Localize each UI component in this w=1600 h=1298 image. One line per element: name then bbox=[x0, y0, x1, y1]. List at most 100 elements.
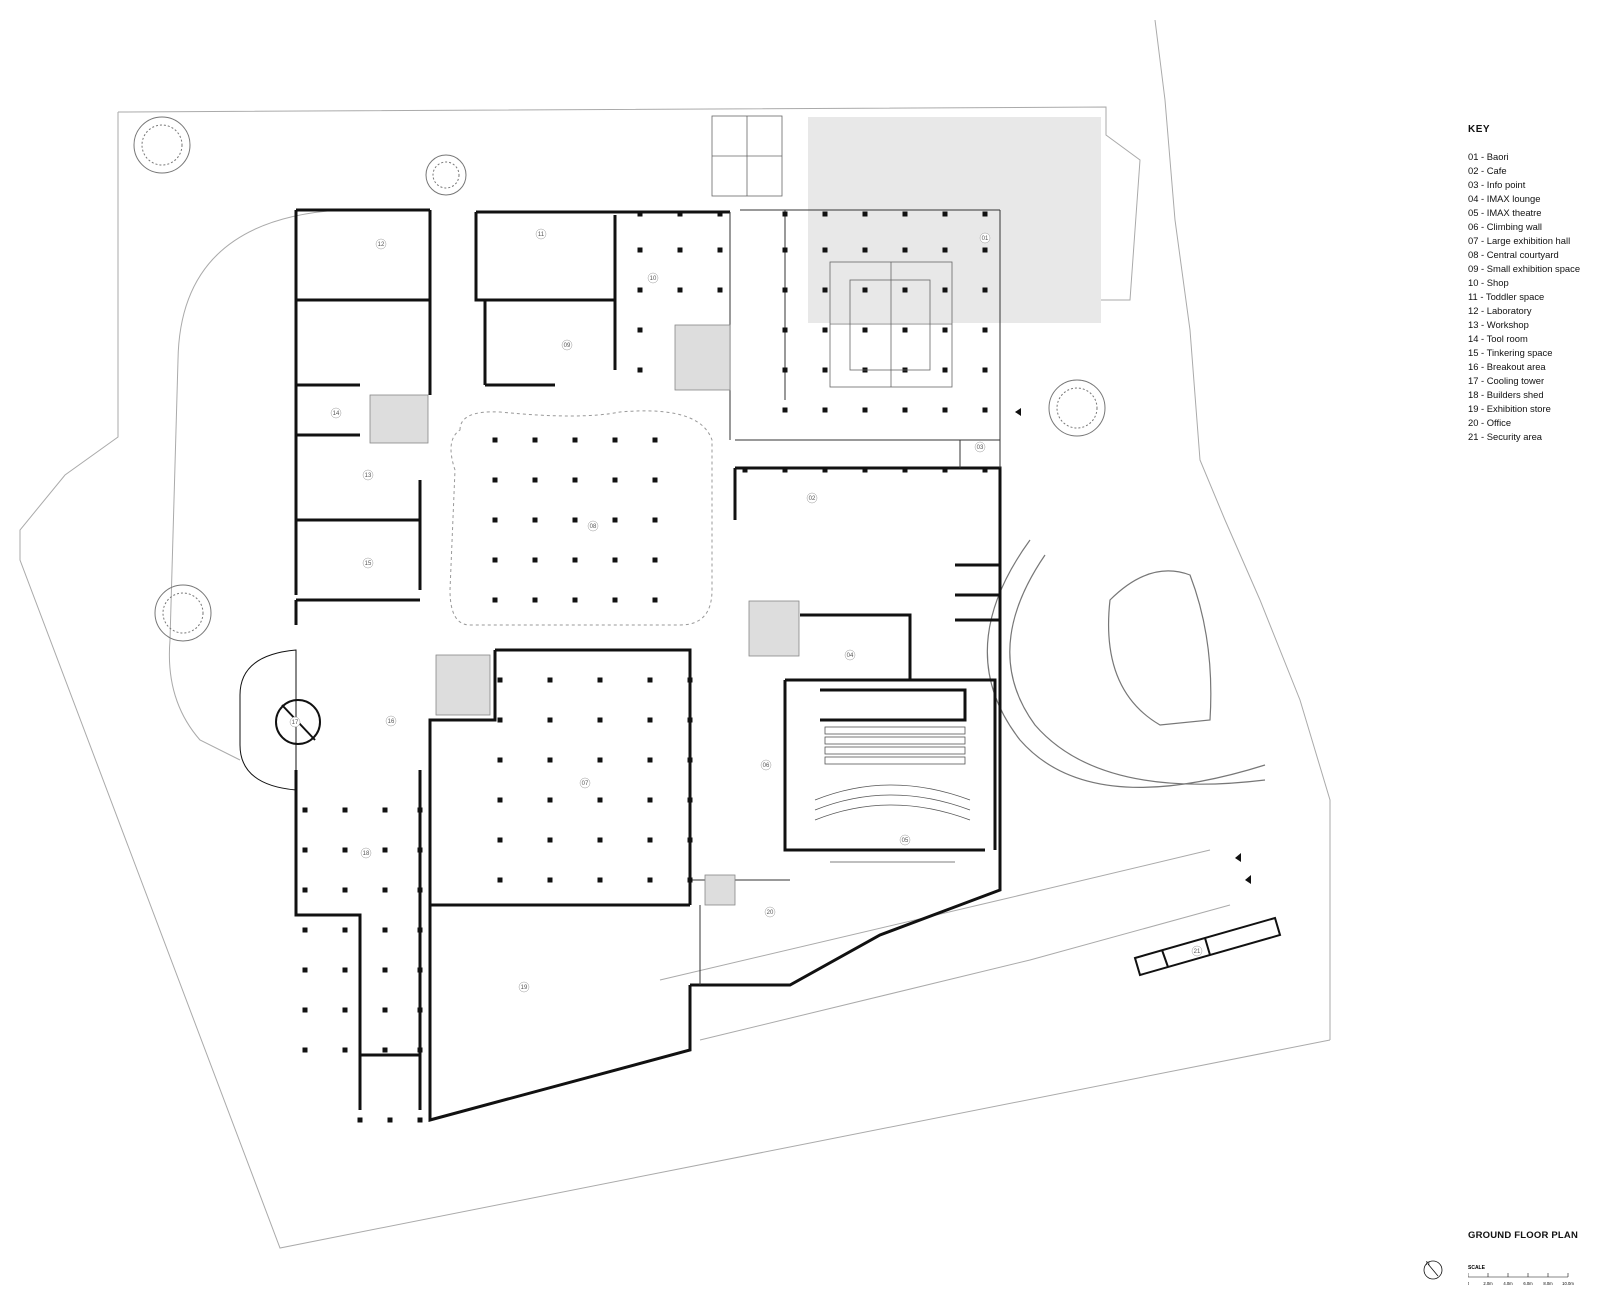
column bbox=[382, 1007, 388, 1013]
key-item: 15 - Tinkering space bbox=[1468, 347, 1553, 358]
room-tag-circle bbox=[330, 407, 342, 419]
scale-tick-label: 10.0m bbox=[1562, 1281, 1574, 1286]
column bbox=[382, 807, 388, 813]
column bbox=[547, 877, 553, 883]
column bbox=[302, 927, 308, 933]
column bbox=[782, 327, 788, 333]
column bbox=[572, 517, 578, 523]
column bbox=[822, 467, 828, 473]
column bbox=[417, 887, 423, 893]
column bbox=[982, 287, 988, 293]
column bbox=[902, 211, 908, 217]
ground-floor-plan-drawing: 0102030405060708091011121314151617181920… bbox=[19, 19, 1331, 1249]
scale-label: SCALE bbox=[1468, 1265, 1486, 1271]
key-item: 09 - Small exhibition space bbox=[1468, 263, 1581, 274]
column bbox=[597, 757, 603, 763]
entry-arrows bbox=[1015, 408, 1251, 884]
room-tag-label: 08 bbox=[590, 524, 597, 530]
room-tag-circle bbox=[647, 272, 659, 284]
column bbox=[647, 837, 653, 843]
column bbox=[417, 1007, 423, 1013]
room-tag-label: 03 bbox=[977, 445, 984, 451]
column-grid bbox=[302, 211, 988, 1123]
room-tag-circle bbox=[760, 759, 772, 771]
site-trees bbox=[133, 116, 1106, 642]
column bbox=[417, 1117, 423, 1123]
room-tag-circle bbox=[806, 492, 818, 504]
column bbox=[647, 717, 653, 723]
column bbox=[532, 477, 538, 483]
key-item: 04 - IMAX lounge bbox=[1468, 193, 1541, 204]
column bbox=[497, 717, 503, 723]
north-label: N bbox=[1426, 1261, 1430, 1267]
column bbox=[572, 557, 578, 563]
column bbox=[862, 327, 868, 333]
room-tag-label: 12 bbox=[378, 242, 385, 248]
column bbox=[782, 407, 788, 413]
column bbox=[497, 677, 503, 683]
key-item: 17 - Cooling tower bbox=[1468, 375, 1545, 386]
room-tag-label: 13 bbox=[365, 473, 372, 479]
column bbox=[862, 467, 868, 473]
column bbox=[637, 327, 643, 333]
column bbox=[492, 597, 498, 603]
room-tag-circle bbox=[764, 906, 776, 918]
room-tag-circle bbox=[899, 834, 911, 846]
column bbox=[717, 287, 723, 293]
column bbox=[637, 247, 643, 253]
column bbox=[822, 287, 828, 293]
room-tag-label: 20 bbox=[767, 910, 774, 916]
column bbox=[302, 1007, 308, 1013]
column bbox=[982, 407, 988, 413]
key-item: 11 - Toddler space bbox=[1468, 291, 1545, 302]
key-item: 02 - Cafe bbox=[1468, 165, 1507, 176]
room-tag-circle bbox=[561, 339, 573, 351]
column bbox=[822, 211, 828, 217]
column bbox=[862, 287, 868, 293]
scale-tick-label: 8.0m bbox=[1543, 1281, 1553, 1286]
column bbox=[742, 467, 748, 473]
column bbox=[942, 211, 948, 217]
column bbox=[302, 967, 308, 973]
column bbox=[382, 1047, 388, 1053]
planted-areas bbox=[369, 324, 800, 906]
building-walls bbox=[294, 208, 1002, 1122]
column bbox=[532, 557, 538, 563]
column bbox=[687, 757, 693, 763]
column bbox=[647, 877, 653, 883]
column bbox=[822, 327, 828, 333]
column bbox=[547, 757, 553, 763]
key-item: 01 - Baori bbox=[1468, 151, 1509, 162]
room-tag-circle bbox=[360, 847, 372, 859]
key-item: 20 - Office bbox=[1468, 417, 1512, 428]
room-tag-label: 11 bbox=[538, 232, 545, 238]
column bbox=[652, 477, 658, 483]
column bbox=[982, 211, 988, 217]
driveway bbox=[986, 539, 1266, 789]
column bbox=[862, 211, 868, 217]
column bbox=[652, 557, 658, 563]
column bbox=[342, 887, 348, 893]
column bbox=[862, 247, 868, 253]
column bbox=[902, 287, 908, 293]
room-tag-circle bbox=[535, 228, 547, 240]
column bbox=[532, 437, 538, 443]
column bbox=[302, 1047, 308, 1053]
key-item: 14 - Tool room bbox=[1468, 333, 1528, 344]
room-tags: 0102030405060708091011121314151617181920… bbox=[289, 228, 1203, 993]
key-item: 10 - Shop bbox=[1468, 277, 1509, 288]
column bbox=[497, 797, 503, 803]
column bbox=[597, 877, 603, 883]
column bbox=[387, 1117, 393, 1123]
column bbox=[382, 927, 388, 933]
key-item: 06 - Climbing wall bbox=[1468, 221, 1542, 232]
room-tag-label: 21 bbox=[1194, 949, 1201, 955]
room-tag-label: 02 bbox=[809, 496, 816, 502]
column bbox=[612, 437, 618, 443]
column bbox=[492, 477, 498, 483]
site-boundary bbox=[19, 19, 1331, 1249]
column bbox=[637, 287, 643, 293]
column bbox=[547, 677, 553, 683]
column bbox=[417, 1047, 423, 1053]
room-tag-label: 15 bbox=[365, 561, 372, 567]
